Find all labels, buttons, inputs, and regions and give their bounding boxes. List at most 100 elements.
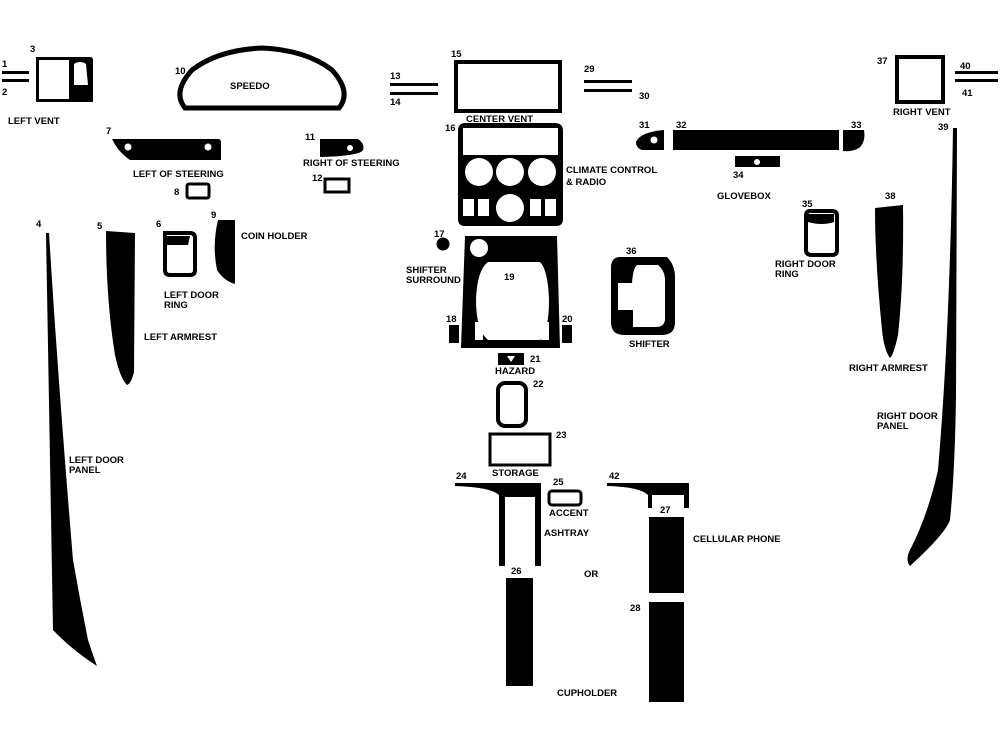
part-speedo — [177, 45, 347, 111]
num-7: 7 — [106, 126, 111, 137]
num-39: 39 — [938, 122, 949, 133]
part-22 — [496, 381, 528, 428]
hazard-triangle-icon — [507, 356, 515, 362]
label-climate-control: CLIMATE CONTROL — [566, 165, 657, 176]
label-left-of-steering: LEFT OF STEERING — [133, 169, 224, 180]
num-5: 5 — [97, 221, 103, 232]
label-cellular-phone: CELLULAR PHONE — [693, 534, 781, 545]
num-40: 40 — [960, 61, 971, 72]
part-right-vent-strips — [955, 71, 998, 82]
part-center-vent-right-strips — [584, 80, 632, 92]
num-19: 19 — [504, 272, 515, 283]
num-23: 23 — [556, 430, 567, 441]
num-26: 26 — [511, 566, 522, 577]
label-left-armrest: LEFT ARMREST — [144, 332, 217, 343]
num-8: 8 — [174, 187, 179, 198]
part-left-of-steering — [112, 139, 221, 160]
label-left-door-ring-1: LEFT DOOR — [164, 290, 219, 301]
label-or: OR — [584, 569, 598, 580]
num-18: 18 — [446, 314, 457, 325]
label-climate-radio: & RADIO — [566, 177, 606, 188]
label-right-of-steering: RIGHT OF STEERING — [303, 158, 400, 169]
part-left-vent — [36, 57, 93, 102]
part-right-vent — [895, 55, 945, 104]
num-38: 38 — [885, 191, 896, 202]
num-31: 31 — [639, 120, 650, 131]
num-29: 29 — [584, 64, 595, 75]
part-climate-control-radio — [458, 123, 563, 226]
part-left-door-panel — [46, 233, 97, 666]
part-cellular-27 — [649, 517, 684, 593]
num-10: 10 — [175, 66, 186, 77]
part-right-door-ring — [804, 209, 839, 257]
label-right-door-panel-2: PANEL — [877, 421, 909, 432]
num-27: 27 — [660, 505, 671, 516]
num-33: 33 — [851, 120, 862, 131]
label-right-door-ring-2: RING — [775, 269, 799, 280]
num-22: 22 — [533, 379, 544, 390]
label-accent: ACCENT — [549, 508, 589, 519]
part-cellular-28 — [649, 602, 684, 702]
num-36: 36 — [626, 246, 637, 257]
num-1: 1 — [2, 59, 8, 70]
label-right-door-panel-1: RIGHT DOOR — [877, 411, 938, 422]
num-41: 41 — [962, 88, 973, 99]
label-left-door-ring-2: RING — [164, 300, 188, 311]
num-11: 11 — [305, 132, 316, 143]
num-32: 32 — [676, 120, 687, 131]
part-ashtray-26 — [506, 578, 533, 686]
num-14: 14 — [390, 97, 401, 108]
part-left-vent-strips — [2, 71, 29, 82]
part-right-of-steering — [320, 139, 364, 157]
label-shifter-surround-1: SHIFTER — [406, 265, 447, 276]
num-13: 13 — [390, 71, 401, 82]
label-storage: STORAGE — [492, 468, 539, 479]
num-30: 30 — [639, 91, 650, 102]
part-right-door-panel — [907, 128, 957, 566]
part-cellular-42 — [607, 483, 689, 508]
part-left-armrest — [106, 231, 135, 385]
part-glovebox-32 — [673, 130, 839, 150]
part-center-vent — [454, 60, 562, 113]
label-left-door-panel-1: LEFT DOOR — [69, 455, 124, 466]
part-storage — [488, 432, 552, 467]
label-ashtray: ASHTRAY — [544, 528, 590, 539]
part-hazard — [498, 353, 524, 365]
label-speedo: SPEEDO — [230, 81, 270, 92]
num-21: 21 — [530, 354, 541, 365]
label-glovebox: GLOVEBOX — [717, 191, 772, 202]
num-6: 6 — [156, 219, 161, 230]
part-17 — [436, 237, 450, 251]
num-2: 2 — [2, 87, 7, 98]
part-18 — [449, 325, 459, 343]
label-center-vent: CENTER VENT — [466, 114, 533, 125]
label-shifter: SHIFTER — [629, 339, 670, 350]
label-left-door-panel-2: PANEL — [69, 465, 101, 476]
part-left-door-ring — [163, 231, 197, 277]
num-3: 3 — [30, 44, 35, 55]
num-17: 17 — [434, 229, 445, 240]
part-20 — [562, 325, 572, 343]
num-25: 25 — [553, 477, 564, 488]
part-glovebox-34 — [735, 156, 780, 167]
label-shifter-surround-2: SURROUND — [406, 275, 461, 286]
num-37: 37 — [877, 56, 888, 67]
part-accent — [547, 489, 583, 507]
num-12: 12 — [312, 173, 323, 184]
num-4: 4 — [36, 219, 42, 230]
num-20: 20 — [562, 314, 573, 325]
num-42: 42 — [609, 471, 620, 482]
label-left-vent: LEFT VENT — [8, 116, 60, 127]
part-ashtray-24 — [455, 483, 541, 566]
num-24: 24 — [456, 471, 467, 482]
label-hazard: HAZARD — [495, 366, 535, 377]
part-8 — [185, 182, 211, 200]
part-glovebox-33 — [843, 130, 865, 152]
part-12 — [323, 177, 351, 194]
num-35: 35 — [802, 199, 813, 210]
part-center-vent-left-strips — [390, 83, 438, 95]
part-shifter — [611, 257, 675, 335]
num-28: 28 — [630, 603, 641, 614]
num-15: 15 — [451, 49, 462, 60]
